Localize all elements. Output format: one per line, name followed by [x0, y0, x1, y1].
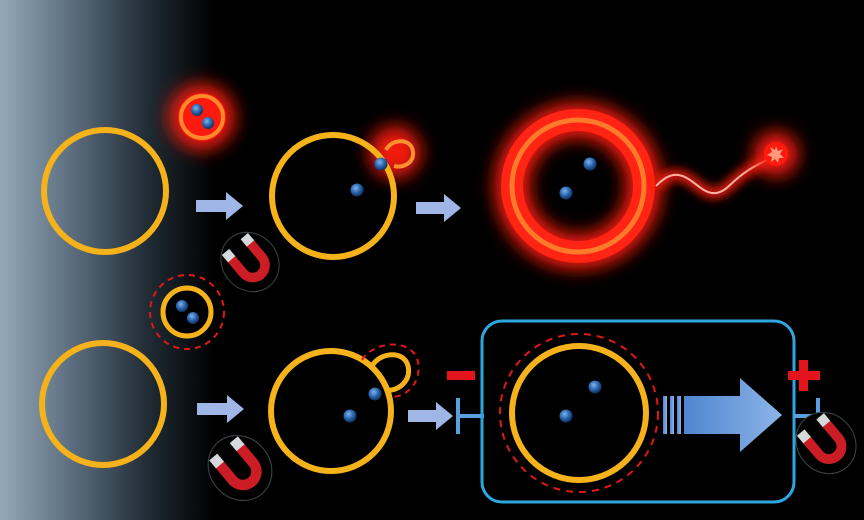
particle — [559, 186, 573, 200]
arrow-right-icon — [196, 192, 243, 220]
bottom-row — [39, 274, 864, 514]
captured-vesicle — [499, 333, 659, 493]
electrode-icon — [456, 398, 484, 434]
magnet-icon — [208, 219, 292, 305]
shelled-nanoparticle — [149, 274, 225, 350]
vesicle-ring — [268, 348, 394, 474]
vesicle-ring — [41, 127, 169, 255]
particle — [559, 409, 573, 423]
magnet-icon — [194, 422, 286, 514]
magnet-icon — [782, 399, 864, 487]
vesicle-ring — [39, 340, 167, 468]
particle — [350, 183, 364, 197]
arrow-right-icon — [408, 402, 453, 430]
measurement-box — [480, 319, 796, 504]
fusing-vesicle — [269, 126, 421, 260]
glowing-nanoparticle — [169, 84, 235, 150]
burst-icon — [767, 146, 784, 163]
plus-sign-icon — [788, 360, 820, 391]
current-arrow-icon — [663, 378, 782, 452]
vesicle-ring — [269, 132, 397, 260]
particle — [588, 380, 602, 394]
fusing-vesicle — [268, 343, 420, 474]
top-row — [41, 84, 798, 305]
minus-sign-icon — [447, 371, 475, 380]
particle — [191, 104, 203, 116]
particle — [187, 312, 199, 324]
arrow-right-icon — [416, 194, 461, 222]
vesicle-ring — [509, 343, 649, 483]
particle — [368, 387, 382, 401]
signal-tail — [655, 157, 771, 194]
particle — [202, 117, 214, 129]
arrow-right-icon — [197, 395, 244, 423]
vesicle-ring — [509, 117, 647, 255]
particle — [374, 157, 388, 171]
particle — [176, 300, 188, 312]
particle — [343, 409, 357, 423]
particle — [583, 157, 597, 171]
glowing-vesicle — [495, 103, 798, 269]
